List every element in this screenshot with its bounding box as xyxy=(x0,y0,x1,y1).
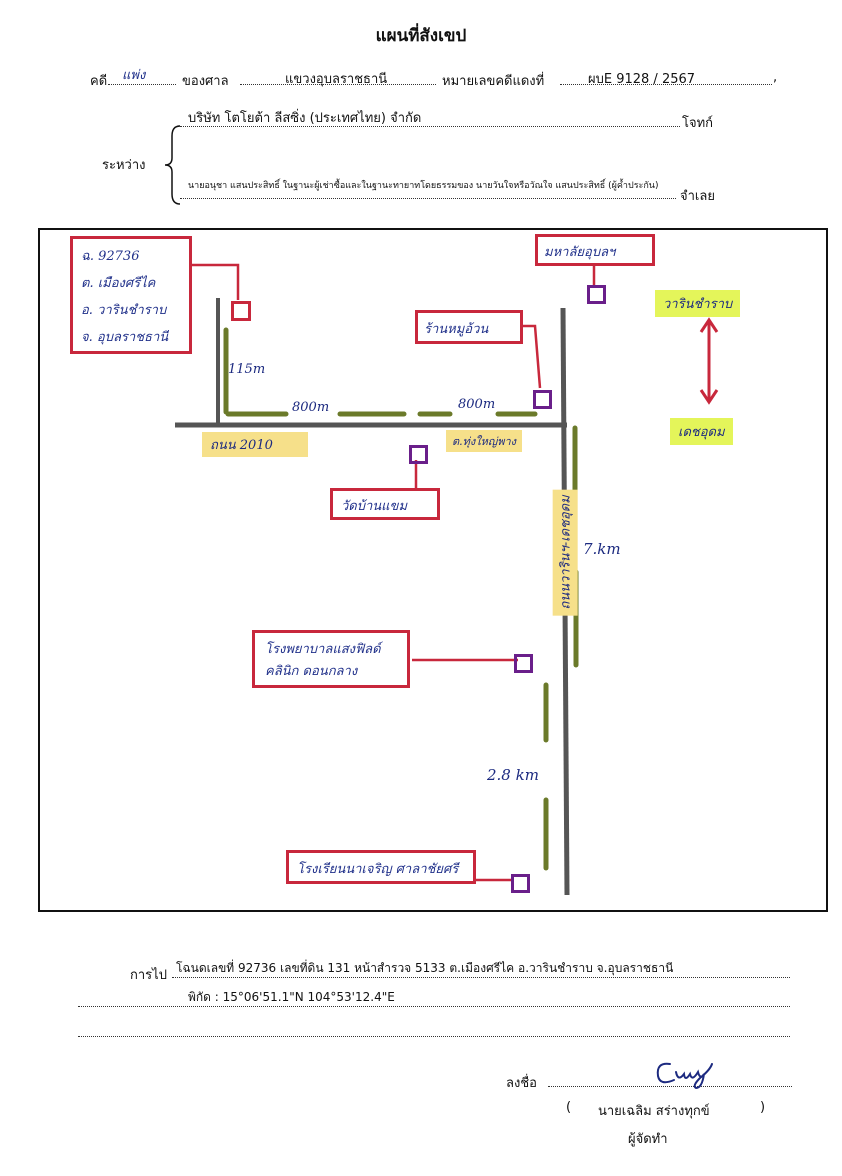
restaurant-marker xyxy=(533,390,552,409)
between-label: ระหว่าง xyxy=(102,158,146,173)
signer-name: นายเฉลิม สร่างทุกข์ xyxy=(598,1104,710,1119)
university-note: มหาลัยอุบลฯ xyxy=(535,234,655,266)
hospital-note: โรงพยาบาลแสงฟิลด์คลินิก ดอนกลาง xyxy=(252,630,410,688)
defendant-role: จำเลย xyxy=(680,189,715,204)
parcel-marker xyxy=(231,301,251,321)
coordinates: พิกัด : 15°06'51.1"N 104°53'12.4"E xyxy=(188,990,395,1004)
distance-800m-a: 800m xyxy=(292,400,330,415)
red-case-label: หมายเลขคดีแดงที่ xyxy=(442,74,545,89)
red-case-number: ผบE 9128 / 2567 xyxy=(588,72,696,87)
school-note: โรงเรียนนาเจริญ ศาลาชัยศรี xyxy=(286,850,476,884)
school-marker xyxy=(511,874,530,893)
sign-label: ลงชื่อ xyxy=(506,1076,537,1091)
road-2010-label: ถนน 2010 xyxy=(202,432,308,457)
distance-2-8km: 2.8 km xyxy=(487,766,539,784)
direction-north-label: วารินชำราบ xyxy=(655,290,741,317)
defendant-name: นายอนุชา แสนประสิทธิ์ ในฐานะผู้เช่าซื้อแ… xyxy=(188,181,659,191)
route-text: โฉนดเลขที่ 92736 เลขที่ดิน 131 หน้าสำรวจ… xyxy=(176,961,674,975)
brace-icon xyxy=(164,125,181,205)
hospital-marker xyxy=(514,654,533,673)
case-label: คดี xyxy=(90,74,108,89)
plaintiff-name: บริษัท โตโยต้า ลีสซิ่ง (ประเทศไทย) จำกัด xyxy=(188,111,422,126)
route-label: การไป xyxy=(130,968,167,983)
case-type: แพ่ง xyxy=(122,68,146,83)
direction-south-label: เดชอุดม xyxy=(670,418,733,445)
junction-label: ต.ทุ่งใหญ่พาง xyxy=(446,430,523,452)
court-name: แขวงอุบลราชธานี xyxy=(285,72,388,87)
signature-icon xyxy=(656,1062,713,1090)
distance-800m-b: 800m xyxy=(458,397,496,412)
distance-115m: 115m xyxy=(228,362,266,377)
page-title: แผนที่สังเขป xyxy=(375,26,467,46)
temple-note: วัดบ้านแขม xyxy=(330,488,440,520)
distance-7km: 7.km xyxy=(583,540,621,558)
restaurant-note: ร้านหมูอ้วน xyxy=(415,310,523,344)
main-road-label: ถนนวารินฯ-เดชอุดม xyxy=(552,489,578,616)
university-marker xyxy=(587,285,606,304)
court-label: ของศาล xyxy=(182,74,229,89)
signer-role: ผู้จัดทำ xyxy=(628,1132,668,1147)
temple-marker xyxy=(409,445,428,464)
plaintiff-role: โจทก์ xyxy=(682,116,714,131)
parcel-note: ฉ. 92736 ต. เมืองศรีไค อ. วารินชำราบ จ. … xyxy=(70,236,192,354)
sketch-map xyxy=(38,228,828,912)
